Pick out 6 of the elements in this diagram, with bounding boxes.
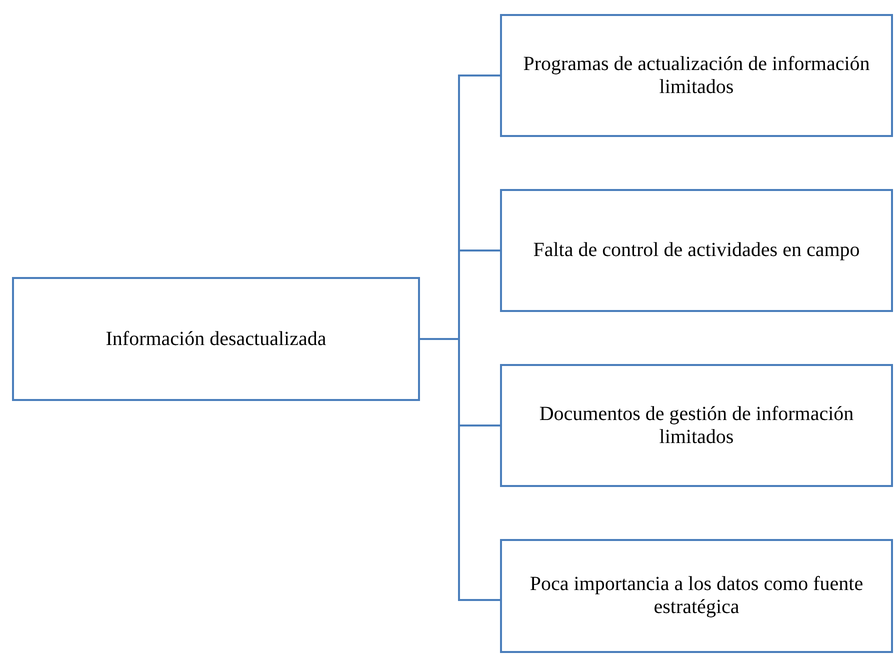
text-box: Documentos de gestión de información limitados xyxy=(500,364,893,487)
text-box: Programas de actualización de información limitados xyxy=(500,14,893,137)
connector-line xyxy=(420,338,500,601)
text-box: Falta de control de actividades en campo xyxy=(500,189,893,312)
text-box: Poca importancia a los datos como fuente estratégica xyxy=(500,539,893,653)
text-box: Información desactualizada xyxy=(12,277,420,401)
